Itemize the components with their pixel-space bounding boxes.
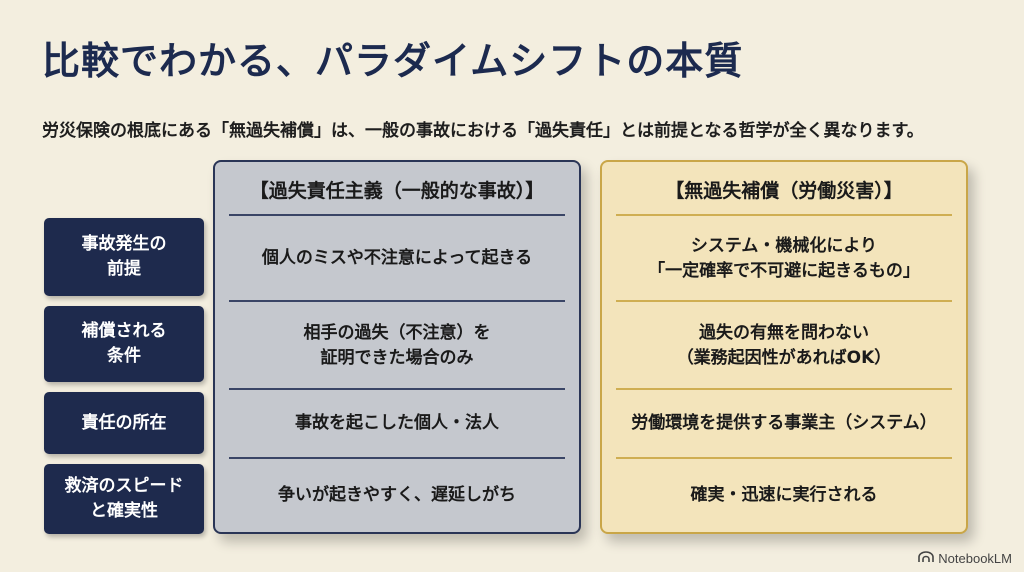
brand-label: NotebookLM [938,551,1012,566]
fault-liability-header: 【過失責任主義（一般的な事故）】 [249,179,545,202]
no-fault-responsibility-cell: 労働環境を提供する事業主（システム） [631,413,937,434]
row-label-condition: 補償される 条件 [44,306,204,382]
fault-responsibility-cell: 事故を起こした個人・法人 [295,413,499,434]
divider [616,388,952,390]
fault-premise-cell: 個人のミスや不注意によって起きる [261,248,533,269]
notebooklm-logo-icon [918,551,935,566]
divider [229,388,565,390]
fault-liability-panel: 【過失責任主義（一般的な事故）】 個人のミスや不注意によって起きる 相手の過失（… [213,160,581,534]
fault-condition-cell: 相手の過失（不注意）を 証明できた場合のみ [303,322,491,369]
page-subtitle: 労災保険の根底にある「無過失補償」は、一般の事故における「過失責任」とは前提とな… [42,121,924,141]
page-title: 比較でわかる、パラダイムシフトの本質 [42,38,744,83]
row-label-responsibility: 責任の所在 [44,392,204,454]
no-fault-header: 【無過失補償（労働災害）】 [665,179,903,202]
divider [229,300,565,302]
row-label-premise: 事故発生の 前提 [44,218,204,296]
no-fault-panel: 【無過失補償（労働災害）】 システム・機械化により 「一定確率で不可避に起きるも… [600,160,968,534]
no-fault-condition-cell: 過失の有無を問わない （業務起因性があればOK） [676,322,892,369]
brand-watermark: NotebookLM [918,551,1012,566]
divider [616,214,952,216]
row-label-speed: 救済のスピード と確実性 [44,464,204,534]
divider [229,457,565,459]
divider [616,457,952,459]
divider [616,300,952,302]
divider [229,214,565,216]
fault-speed-cell: 争いが起きやすく、遅延しがち [278,485,516,506]
no-fault-premise-cell: システム・機械化により 「一定確率で不可避に起きるもの」 [648,235,920,282]
no-fault-speed-cell: 確実・迅速に実行される [690,485,878,506]
